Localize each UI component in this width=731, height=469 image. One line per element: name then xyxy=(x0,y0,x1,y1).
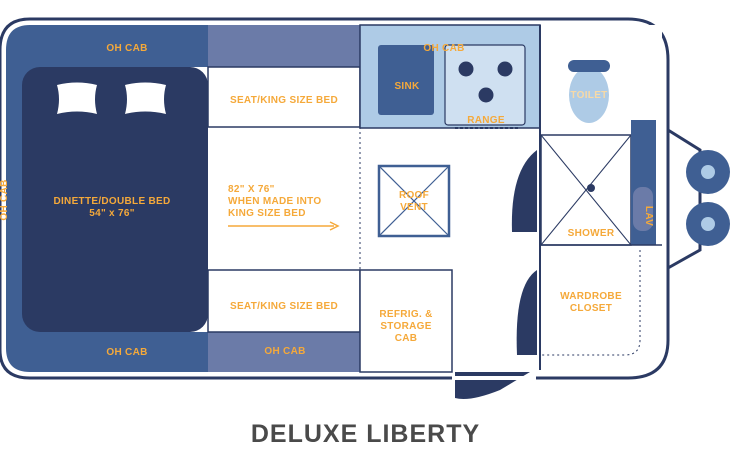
label-lav: LAV xyxy=(643,206,654,226)
shower-diag xyxy=(540,134,632,246)
range xyxy=(444,44,526,126)
label-refrig-line3: CAB xyxy=(395,333,418,344)
closet-door xyxy=(516,270,537,355)
refrig-cab xyxy=(359,269,453,373)
label-toilet: TOILET xyxy=(570,90,607,101)
drain-icon xyxy=(587,184,595,192)
label-shower: SHOWER xyxy=(568,228,615,239)
label-oh-cab-bottom-left: OH CAB xyxy=(106,347,147,358)
seat-top xyxy=(207,66,361,128)
label-refrig-line1: REFRIG. & xyxy=(379,309,432,320)
label-oh-cab-bottom-mid: OH CAB xyxy=(264,346,305,357)
vent-diag xyxy=(378,165,450,237)
arrow-icon xyxy=(329,221,340,231)
label-oh-cab-left-side: OH CAB xyxy=(0,179,10,220)
wheel-hub xyxy=(701,165,715,179)
oh-cab-top-mid xyxy=(208,25,360,67)
label-sink: SINK xyxy=(394,81,420,92)
toilet-bowl xyxy=(569,67,609,123)
pillow-icon xyxy=(57,82,97,114)
wheel-hub xyxy=(701,217,715,231)
burner-icon xyxy=(497,61,513,77)
pillow-icon xyxy=(125,82,166,114)
label-oh-cab-top-left: OH CAB xyxy=(106,43,147,54)
hitch xyxy=(667,128,702,270)
label-oh-cab-top-right: OH CAB xyxy=(423,43,464,54)
label-bed-note-line2: WHEN MADE INTO xyxy=(228,196,321,207)
label-seat-bottom: SEAT/KING SIZE BED xyxy=(230,301,338,312)
label-roof-vent-line2: VENT xyxy=(400,202,428,213)
label-refrig-line2: STORAGE xyxy=(380,321,431,332)
oh-cab-bottom-mid xyxy=(208,332,360,372)
label-wardrobe-line2: CLOSET xyxy=(570,303,612,314)
burner-icon xyxy=(458,61,474,77)
front-oh-cab-band xyxy=(6,25,208,372)
dinette-bed xyxy=(22,67,208,332)
label-dinette-line2: 54" x 76" xyxy=(89,208,135,219)
label-bed-note-line1: 82" X 76" xyxy=(228,184,275,195)
label-bed-note-line3: KING SIZE BED xyxy=(228,208,306,219)
floor-plan-caption: DELUXE LIBERTY xyxy=(250,420,481,448)
toilet-tank xyxy=(568,60,610,72)
burner-icon xyxy=(478,87,494,103)
wardrobe-rail xyxy=(540,250,641,356)
sink xyxy=(378,45,434,115)
lav-basin xyxy=(633,187,653,231)
label-roof-vent-line1: ROOF xyxy=(399,190,429,201)
label-dinette-line1: DINETTE/DOUBLE BED xyxy=(53,196,170,207)
label-range: RANGE xyxy=(467,115,505,126)
bath-door xyxy=(511,150,537,232)
label-wardrobe-line1: WARDROBE xyxy=(560,291,622,302)
label-seat-top: SEAT/KING SIZE BED xyxy=(230,95,338,106)
